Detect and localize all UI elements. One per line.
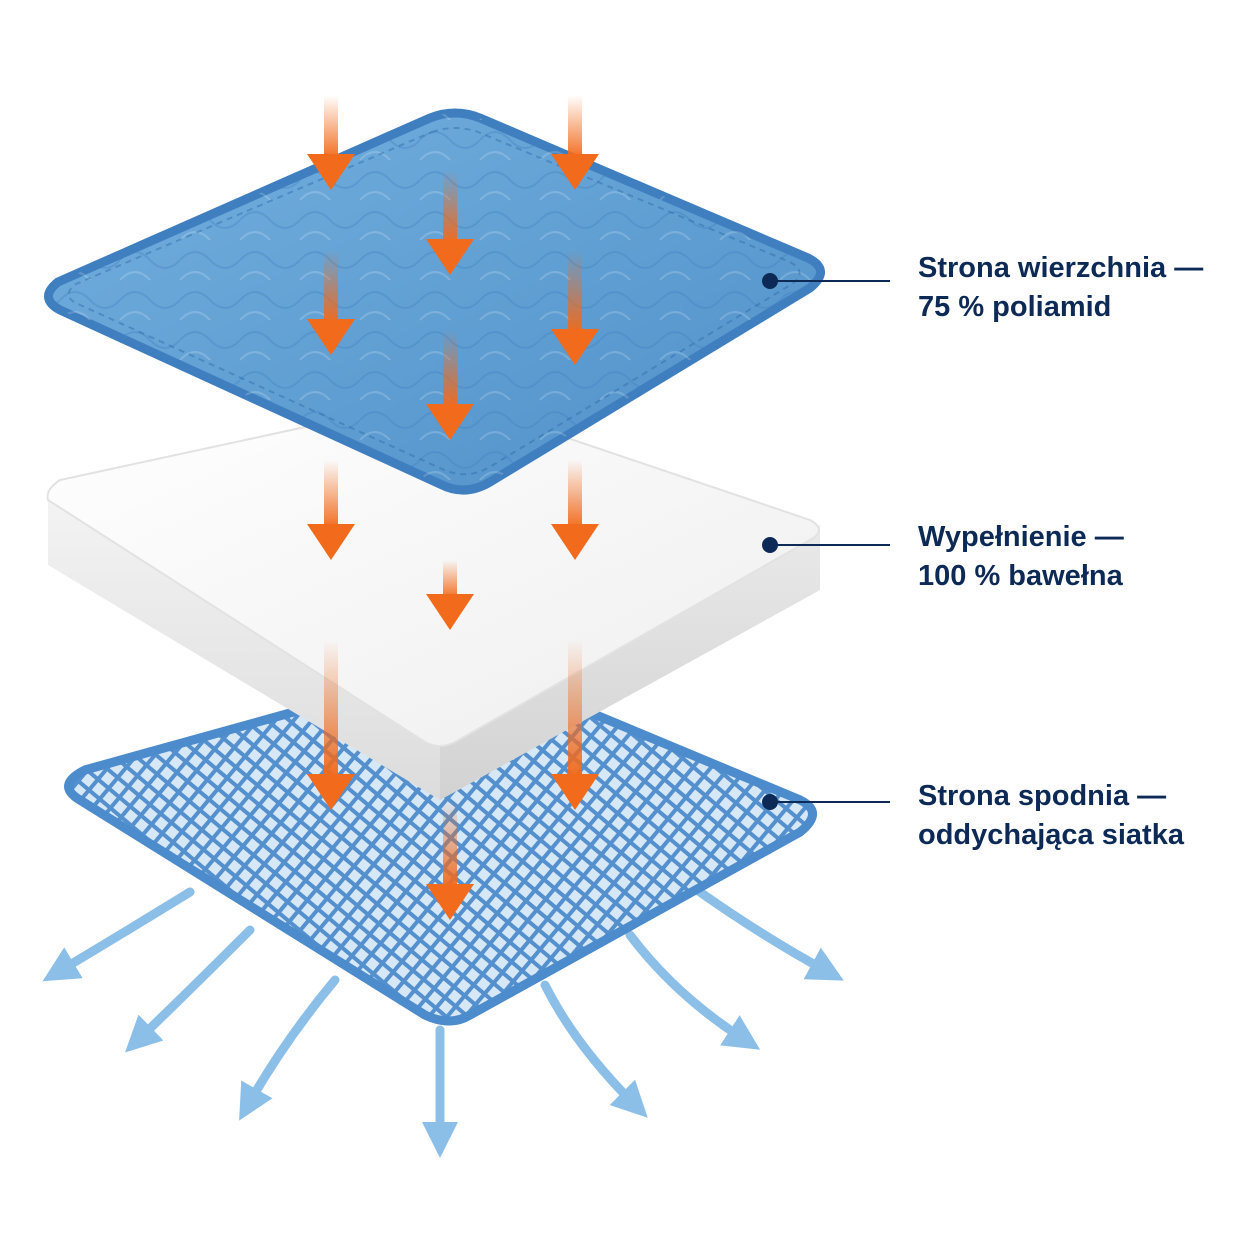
- label-top-line2: 75 % poliamid: [918, 291, 1112, 323]
- heat-flow-arrows: [307, 95, 599, 920]
- label-bottom-line1: Strona spodnia —: [918, 780, 1167, 812]
- leader-middle: [762, 537, 890, 553]
- label-top-layer: Strona wierzchnia — 75 % poliamid: [918, 249, 1203, 327]
- air-arrow-icon: [685, 880, 844, 981]
- heat-arrow-icon: [551, 460, 599, 560]
- label-top-line1: Strona wierzchnia —: [918, 252, 1204, 284]
- air-arrow-icon: [42, 887, 195, 982]
- heat-arrow-icon: [551, 95, 599, 190]
- heat-arrow-icon: [426, 330, 474, 440]
- air-flow-arrows: [42, 880, 844, 1158]
- heat-arrow-icon: [426, 170, 474, 275]
- air-arrow-icon: [540, 980, 648, 1118]
- air-arrow-icon: [239, 975, 340, 1121]
- label-middle-layer: Wypełnienie — 100 % bawełna: [918, 518, 1124, 596]
- label-bottom-line2: oddychająca siatka: [918, 819, 1184, 851]
- top-fabric-layer: [44, 108, 825, 495]
- heat-arrow-icon: [426, 800, 474, 920]
- label-middle-line2: 100 % bawełna: [918, 560, 1123, 592]
- heat-arrow-icon: [551, 640, 599, 810]
- label-bottom-layer: Strona spodnia — oddychająca siatka: [918, 777, 1184, 855]
- leader-top: [762, 273, 890, 289]
- heat-arrow-icon: [307, 640, 355, 810]
- heat-arrow-icon: [307, 250, 355, 355]
- air-arrow-icon: [125, 925, 255, 1053]
- filling-layer: [46, 397, 820, 800]
- label-middle-line1: Wypełnienie —: [918, 521, 1124, 553]
- air-arrow-icon: [625, 930, 761, 1050]
- heat-arrow-icon: [307, 95, 355, 190]
- leader-bottom: [762, 794, 890, 810]
- heat-arrow-icon: [551, 250, 599, 365]
- heat-arrow-icon: [307, 460, 355, 560]
- heat-arrow-icon: [426, 560, 474, 630]
